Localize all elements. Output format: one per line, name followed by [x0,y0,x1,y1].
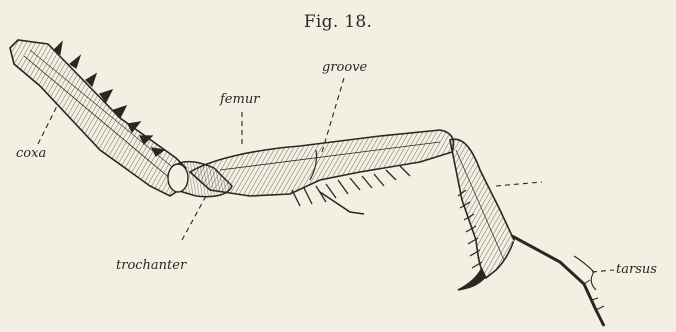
tibia-segment [450,139,514,290]
tarsus-segment [512,236,604,328]
label-trochanter: trochanter [116,258,186,273]
tarsus-leader [592,270,614,272]
trochanter-leader [182,196,206,240]
label-coxa: coxa [16,146,46,161]
label-groove: groove [322,60,367,75]
femur-segment [190,130,454,214]
coxa-segment [10,40,186,196]
tibia-leader [496,182,542,186]
coxa-leader [38,104,58,144]
label-femur: femur [220,92,259,107]
label-tarsus: tarsus [616,262,657,277]
